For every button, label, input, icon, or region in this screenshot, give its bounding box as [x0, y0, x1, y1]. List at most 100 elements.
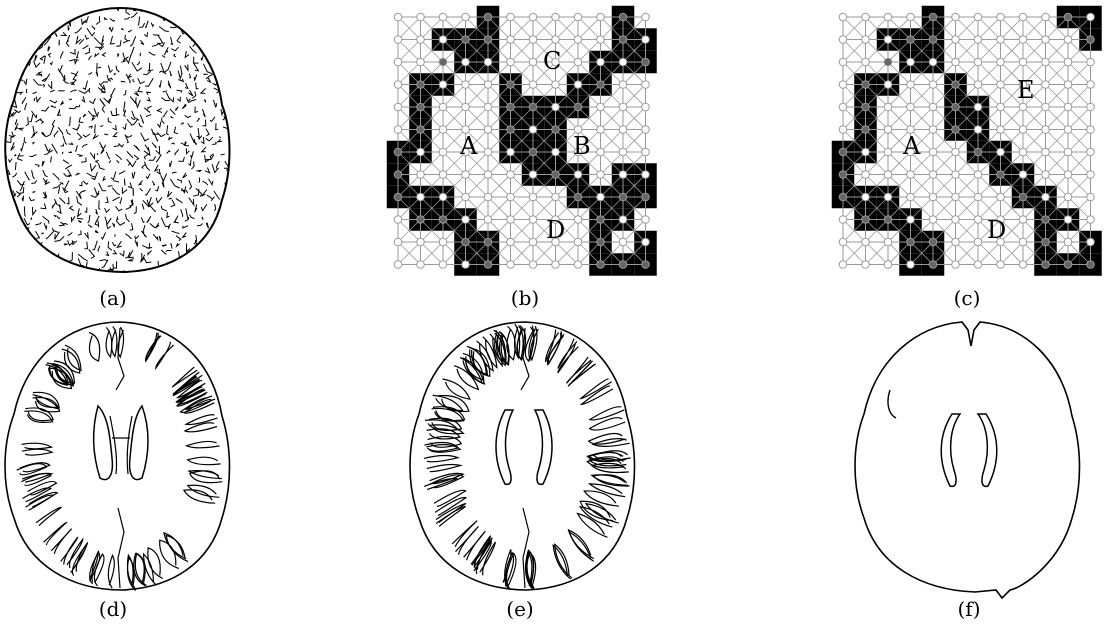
boundary-node	[952, 103, 960, 111]
graph-node	[997, 36, 1005, 44]
graph-node	[929, 193, 937, 201]
midline-contour	[521, 328, 529, 588]
graph-node	[1019, 216, 1027, 224]
graph-node	[552, 261, 560, 269]
graph-node	[862, 148, 870, 156]
graph-node	[907, 13, 915, 21]
sulcus-contour	[424, 478, 457, 489]
graph-node	[529, 36, 537, 44]
graph-node	[1064, 216, 1072, 224]
graph-node	[1019, 148, 1027, 156]
sulcus-contour	[89, 333, 100, 362]
graph-node	[619, 216, 627, 224]
graph-node	[1019, 103, 1027, 111]
graph-node	[642, 36, 650, 44]
graph-node	[1019, 171, 1027, 179]
graph-node	[839, 103, 847, 111]
graph-node	[462, 261, 470, 269]
graph-node	[417, 148, 425, 156]
graph-node	[529, 238, 537, 246]
sulcus-contour	[22, 443, 52, 449]
boundary-node	[1042, 238, 1050, 246]
graph-node	[439, 261, 447, 269]
graph-node	[884, 238, 892, 246]
graph-node	[484, 126, 492, 134]
graph-node	[884, 36, 892, 44]
graph-node	[574, 238, 582, 246]
boundary-node	[952, 126, 960, 134]
graph-node	[839, 238, 847, 246]
graph-node	[394, 81, 402, 89]
boundary-node	[619, 36, 627, 44]
sulcus-contour	[188, 457, 221, 464]
boundary-node	[929, 13, 937, 21]
graph-node	[1042, 103, 1050, 111]
graph-node	[642, 216, 650, 224]
graph-node	[597, 36, 605, 44]
caption-d: (d)	[99, 597, 127, 621]
boundary-node	[907, 238, 915, 246]
graph-node	[974, 216, 982, 224]
sulcus-contour	[188, 485, 220, 497]
graph-node	[529, 171, 537, 179]
graph-node	[529, 126, 537, 134]
graph-node	[552, 103, 560, 111]
graph-node	[417, 261, 425, 269]
graph-node	[1042, 148, 1050, 156]
boundary-node	[462, 36, 470, 44]
graph-node	[862, 193, 870, 201]
graph-node	[439, 171, 447, 179]
boundary-node	[507, 81, 515, 89]
graph-node	[929, 216, 937, 224]
graph-node	[952, 216, 960, 224]
graph-node	[507, 238, 515, 246]
graph-node	[597, 13, 605, 21]
region-label-a: A	[459, 132, 478, 160]
sulcus-contour	[558, 339, 577, 369]
graph-node	[529, 193, 537, 201]
graph-node	[439, 193, 447, 201]
graph-node	[952, 171, 960, 179]
graph-node	[952, 13, 960, 21]
boundary-node	[952, 81, 960, 89]
sulcus-contour	[108, 555, 114, 588]
caption-c: (c)	[954, 286, 981, 310]
graph-node	[417, 171, 425, 179]
graph-node	[1087, 58, 1095, 66]
boundary-node	[862, 81, 870, 89]
graph-node	[974, 261, 982, 269]
boundary-node	[394, 171, 402, 179]
graph-node	[394, 238, 402, 246]
boundary-node	[552, 171, 560, 179]
graph-node	[1042, 193, 1050, 201]
graph-node	[907, 261, 915, 269]
graph-node	[1087, 148, 1095, 156]
boundary-node	[1087, 261, 1095, 269]
boundary-node	[394, 148, 402, 156]
graph-node	[997, 126, 1005, 134]
boundary-node	[597, 261, 605, 269]
graph-node	[1087, 103, 1095, 111]
graph-node	[862, 171, 870, 179]
graph-node	[929, 171, 937, 179]
sulcus-contour	[106, 327, 112, 357]
graph-node	[1064, 36, 1072, 44]
graph-node	[1019, 13, 1027, 21]
graph-node	[597, 171, 605, 179]
boundary-node	[619, 13, 627, 21]
graph-node	[619, 171, 627, 179]
graph-node	[462, 216, 470, 224]
graph-node	[884, 81, 892, 89]
graph-node	[1087, 216, 1095, 224]
graph-node	[439, 81, 447, 89]
boundary-node	[507, 103, 515, 111]
graph-node	[974, 171, 982, 179]
dense-partition-brain-image	[0, 0, 240, 290]
graph-node	[394, 13, 402, 21]
boundary-node	[1042, 216, 1050, 224]
boundary-node	[862, 126, 870, 134]
boundary-node	[439, 58, 447, 66]
midline-contour	[116, 328, 124, 588]
graph-node	[1064, 126, 1072, 134]
graph-node	[642, 171, 650, 179]
